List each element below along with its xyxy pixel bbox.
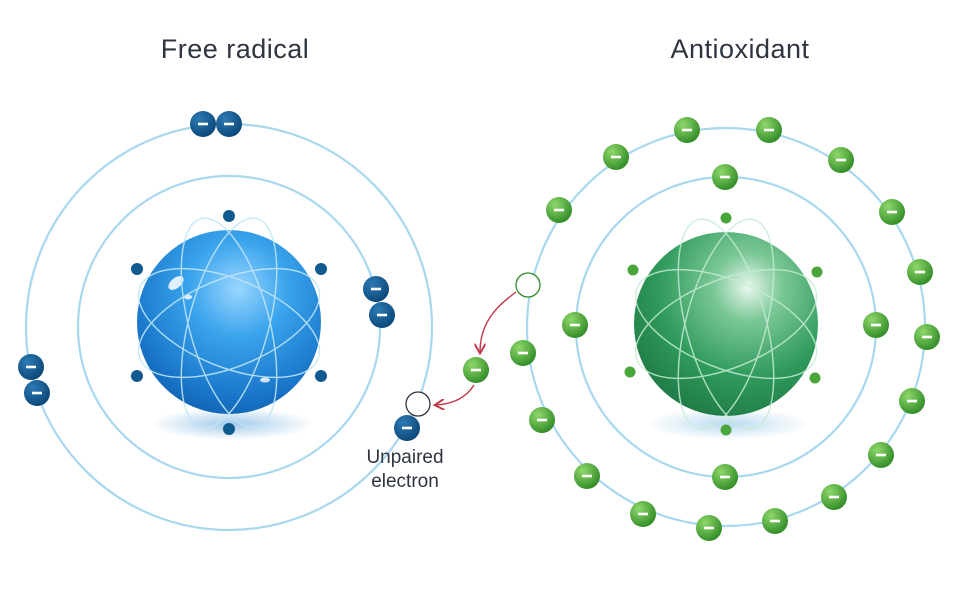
electron xyxy=(24,380,50,406)
electron xyxy=(712,164,738,190)
vacated-electron-slot xyxy=(515,272,541,298)
nucleus-small-dots xyxy=(131,210,327,435)
nucleus-electron-paths xyxy=(137,217,321,429)
electron xyxy=(363,276,389,302)
electron xyxy=(712,464,738,490)
free-radical-title: Free radical xyxy=(160,34,310,64)
electron xyxy=(868,442,894,468)
electron xyxy=(696,515,722,541)
electron xyxy=(914,324,940,350)
nucleus-shadow xyxy=(646,408,810,440)
electron xyxy=(674,117,700,143)
unpaired-electron-label-line1: Unpaired xyxy=(366,447,444,468)
electron xyxy=(369,302,395,328)
free-radical-electrons xyxy=(18,111,420,441)
nucleus-small-dots xyxy=(624,212,823,436)
electron xyxy=(18,354,44,380)
antioxidant-title: Antioxidant xyxy=(670,34,810,64)
electron xyxy=(879,199,905,225)
electron xyxy=(510,340,536,366)
electron xyxy=(756,117,782,143)
electron xyxy=(603,144,629,170)
electron xyxy=(529,407,555,433)
nucleus xyxy=(634,232,818,416)
electron xyxy=(899,388,925,414)
donated-electron xyxy=(463,357,489,383)
electron xyxy=(828,147,854,173)
free-radical-atom xyxy=(18,111,434,532)
arrow-to-unpaired xyxy=(436,384,475,405)
electron xyxy=(863,312,889,338)
transfer-arrows xyxy=(436,291,517,405)
electron xyxy=(821,484,847,510)
nucleus xyxy=(137,230,321,414)
electron xyxy=(574,463,600,489)
antioxidant-electrons xyxy=(463,117,940,541)
electron xyxy=(546,197,572,223)
electron xyxy=(216,111,242,137)
electron xyxy=(562,312,588,338)
unpaired-electron xyxy=(394,415,420,441)
unpaired-electron-label-line2: electron xyxy=(371,471,439,492)
electron xyxy=(630,501,656,527)
arrow-to-donated xyxy=(480,291,517,352)
electron xyxy=(762,508,788,534)
electron xyxy=(190,111,216,137)
nucleus-electron-paths xyxy=(634,218,818,430)
electron xyxy=(907,259,933,285)
empty-electron-slot xyxy=(405,391,431,417)
unpaired-electron-label: Unpaired electron xyxy=(340,446,470,494)
antioxidant-atom xyxy=(463,117,940,541)
